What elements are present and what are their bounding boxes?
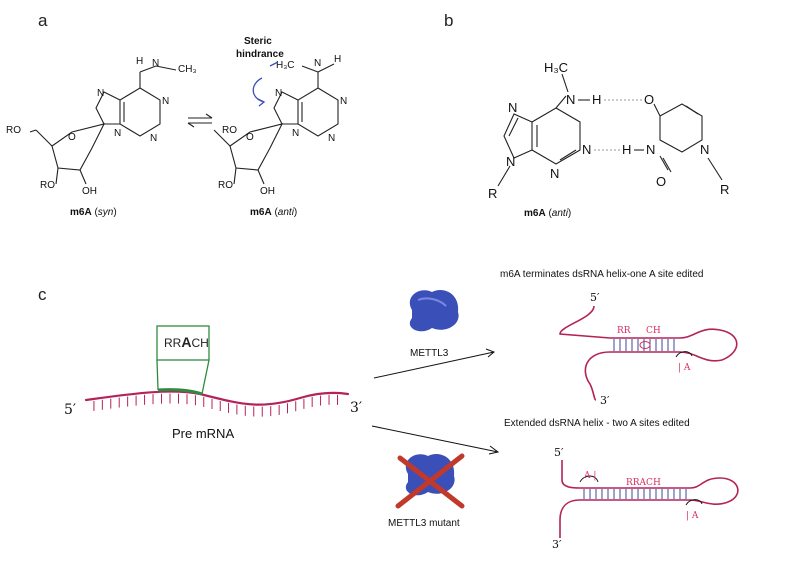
svg-text:RR: RR bbox=[617, 326, 631, 336]
arrows bbox=[371, 348, 500, 455]
svg-text:RO: RO bbox=[40, 180, 55, 191]
svg-text:RO: RO bbox=[218, 180, 233, 191]
svg-text:H: H bbox=[136, 56, 143, 67]
svg-text:R: R bbox=[488, 186, 497, 201]
svg-text:3′: 3′ bbox=[552, 538, 562, 551]
svg-text:N: N bbox=[566, 92, 575, 107]
svg-text:N: N bbox=[508, 100, 517, 115]
panel-letter-a: a bbox=[38, 11, 48, 30]
mrna-base-ticks bbox=[93, 393, 339, 417]
svg-text:N: N bbox=[114, 128, 121, 139]
m6a-syn-structure: N H CH₃ N N N N O RO RO OH bbox=[6, 56, 197, 197]
svg-text:CH: CH bbox=[646, 326, 661, 336]
svg-text:H: H bbox=[592, 92, 601, 107]
steric-label-2: hindrance bbox=[236, 49, 284, 60]
m6a-uracil-pair: N N R N N N H₃C H O H N N O R bbox=[488, 60, 729, 201]
svg-text:N: N bbox=[550, 166, 559, 181]
mettl3-label: METTL3 bbox=[410, 348, 449, 359]
svg-text:3′: 3′ bbox=[600, 394, 610, 407]
svg-text:N: N bbox=[275, 88, 282, 99]
svg-text:O: O bbox=[644, 92, 654, 107]
panel-letter-c: c bbox=[38, 285, 47, 304]
svg-text:H₃C: H₃C bbox=[276, 60, 295, 71]
svg-text:H: H bbox=[622, 142, 631, 157]
top-result-title: m6A terminates dsRNA helix-one A site ed… bbox=[500, 269, 703, 280]
three-prime-label: 3′ bbox=[350, 400, 362, 416]
pre-mrna-label: Pre mRNA bbox=[172, 426, 234, 441]
bottom-result-title: Extended dsRNA helix - two A sites edite… bbox=[504, 418, 690, 429]
svg-text:CH₃: CH₃ bbox=[178, 64, 197, 75]
svg-text:5′: 5′ bbox=[554, 446, 564, 459]
motif-text: RRACH bbox=[164, 334, 209, 350]
pre-mrna-strand bbox=[84, 388, 350, 406]
svg-text:N: N bbox=[314, 58, 321, 69]
svg-text:O: O bbox=[68, 132, 76, 143]
svg-text:OH: OH bbox=[82, 186, 97, 197]
svg-text:| A: | A bbox=[686, 511, 699, 521]
five-prime-label: 5′ bbox=[64, 402, 76, 418]
mettl3-mutant-icon bbox=[395, 453, 465, 509]
svg-text:H: H bbox=[334, 54, 341, 65]
svg-text:5′: 5′ bbox=[590, 291, 600, 304]
svg-text:N: N bbox=[700, 142, 709, 157]
svg-text:N: N bbox=[150, 133, 157, 144]
rrach-motif-box: RRACH bbox=[156, 325, 210, 395]
svg-text:N: N bbox=[162, 96, 169, 107]
svg-text:RRACH: RRACH bbox=[626, 478, 661, 488]
pair-caption: m6A (anti) bbox=[524, 208, 571, 219]
anti-caption: m6A (anti) bbox=[250, 207, 297, 218]
svg-text:N: N bbox=[506, 154, 515, 169]
svg-text:H₃C: H₃C bbox=[544, 60, 568, 75]
steric-label-1: Steric bbox=[244, 36, 272, 47]
svg-text:OH: OH bbox=[260, 186, 275, 197]
equilibrium-arrows bbox=[187, 113, 213, 128]
syn-caption: m6A (syn) bbox=[70, 207, 117, 218]
svg-text:O: O bbox=[656, 174, 666, 189]
svg-text:RO: RO bbox=[6, 125, 21, 136]
svg-text:N: N bbox=[97, 88, 104, 99]
svg-text:N: N bbox=[340, 96, 347, 107]
mettl3-enzyme-icon bbox=[409, 290, 459, 332]
top-hairpin: 5′ RR CH | A 3′ bbox=[559, 291, 738, 407]
svg-text:A |: A | bbox=[583, 471, 596, 481]
svg-text:O: O bbox=[246, 132, 254, 143]
svg-text:R: R bbox=[720, 182, 729, 197]
mettl3-mutant-label: METTL3 mutant bbox=[388, 518, 460, 529]
svg-text:N: N bbox=[328, 133, 335, 144]
svg-text:N: N bbox=[292, 128, 299, 139]
bottom-hairpin: 5′ A | RRACH | A 3′ bbox=[552, 446, 739, 551]
svg-text:N: N bbox=[646, 142, 655, 157]
svg-text:N: N bbox=[152, 58, 159, 69]
panel-letter-b: b bbox=[444, 11, 453, 30]
svg-text:| A: | A bbox=[678, 363, 691, 373]
m6a-anti-structure: N H H₃C N N N N O RO RO OH bbox=[213, 54, 347, 197]
svg-text:N: N bbox=[582, 142, 591, 157]
svg-text:RO: RO bbox=[222, 125, 237, 136]
